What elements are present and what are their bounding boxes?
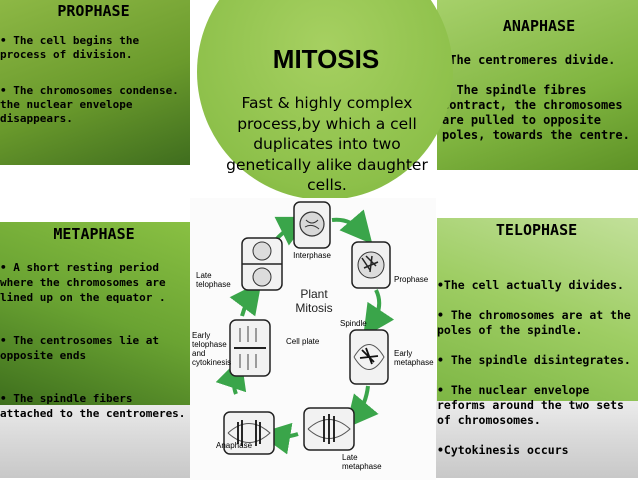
mitosis-circle <box>197 0 453 200</box>
mitosis-description: Fast & highly complex process,by which a… <box>226 94 428 194</box>
arrow-late-metaphase-anaphase <box>258 422 299 455</box>
diagram-label-line: Early <box>394 349 412 358</box>
diagram-label-line: Early <box>192 331 210 340</box>
diagram-title-line-1: Plant <box>300 287 328 301</box>
telophase-panel: TELOPHASE •The cell actually divides. • … <box>437 218 638 457</box>
metaphase-point: • The spindle fibers attached to the cen… <box>0 392 186 420</box>
plant-mitosis-diagram: Interphase Plant Mitosis Prophase Spindl… <box>190 198 436 480</box>
arrow-early-to-late-metaphase <box>345 385 379 429</box>
telophase-point: • The chromosomes are at the poles of th… <box>437 308 631 337</box>
diagram-label-line: metaphase <box>342 462 382 471</box>
diagram-label-line: metaphase <box>394 358 434 367</box>
telophase-point: • The spindle disintegrates. <box>437 353 631 367</box>
prophase-point: • The cell begins the process of divisio… <box>0 34 140 61</box>
plant-mitosis-svg: Interphase Plant Mitosis Prophase Spindl… <box>192 201 434 471</box>
diagram-label-line: cytokinesis <box>192 358 231 367</box>
diagram-label-line: Late <box>342 453 358 462</box>
prophase-point: • The chromosomes condense. the nuclear … <box>0 84 179 125</box>
metaphase-panel: METAPHASE • A short resting period where… <box>0 222 190 420</box>
telophase-point: •Cytokinesis occurs <box>437 443 569 457</box>
cell-prophase <box>351 241 391 289</box>
metaphase-point: • The centrosomes lie at opposite ends <box>0 334 159 362</box>
metaphase-title: METAPHASE <box>53 225 135 243</box>
mitosis-title: MITOSIS <box>272 44 380 74</box>
anaphase-panel: ANAPHASE •The centromeres divide. • The … <box>437 0 638 170</box>
diagram-label-line: and <box>192 349 205 358</box>
telophase-title: TELOPHASE <box>495 221 578 239</box>
metaphase-point: • A short resting period where the chrom… <box>0 261 166 304</box>
anaphase-point: • The spindle fibres contract, the chrom… <box>442 83 630 142</box>
anaphase-title: ANAPHASE <box>502 17 576 35</box>
arrow-early-late-telophase <box>229 281 262 317</box>
diagram-label-line: Late <box>196 271 212 280</box>
label-anaphase: Anaphase <box>216 441 253 450</box>
prophase-panel: PROPHASE • The cell begins the process o… <box>0 0 190 165</box>
label-interphase: Interphase <box>293 251 331 260</box>
telophase-point: • The nuclear envelope reforms around th… <box>437 383 624 427</box>
label-diagram-title: Plant Mitosis <box>295 287 332 315</box>
cell-late-telophase <box>241 237 283 291</box>
cell-late-metaphase <box>303 407 355 451</box>
diagram-title-line-2: Mitosis <box>295 301 332 315</box>
label-prophase: Prophase <box>394 275 429 284</box>
label-cell-plate: Cell plate <box>286 337 320 346</box>
diagram-label-line: telophase <box>196 280 231 289</box>
diagram-label-line: telophase <box>192 340 227 349</box>
telophase-point: •The cell actually divides. <box>437 278 624 292</box>
cell-anaphase <box>223 411 275 455</box>
label-spindle: Spindle <box>340 319 367 328</box>
cell-interphase <box>293 201 331 249</box>
arrow-interphase-prophase <box>331 209 373 245</box>
prophase-title: PROPHASE <box>57 2 130 20</box>
cell-early-metaphase <box>349 329 389 385</box>
cell-early-telophase <box>229 319 271 377</box>
arrow-prophase-early-metaphase <box>363 289 395 338</box>
anaphase-point: •The centromeres divide. <box>442 53 616 67</box>
